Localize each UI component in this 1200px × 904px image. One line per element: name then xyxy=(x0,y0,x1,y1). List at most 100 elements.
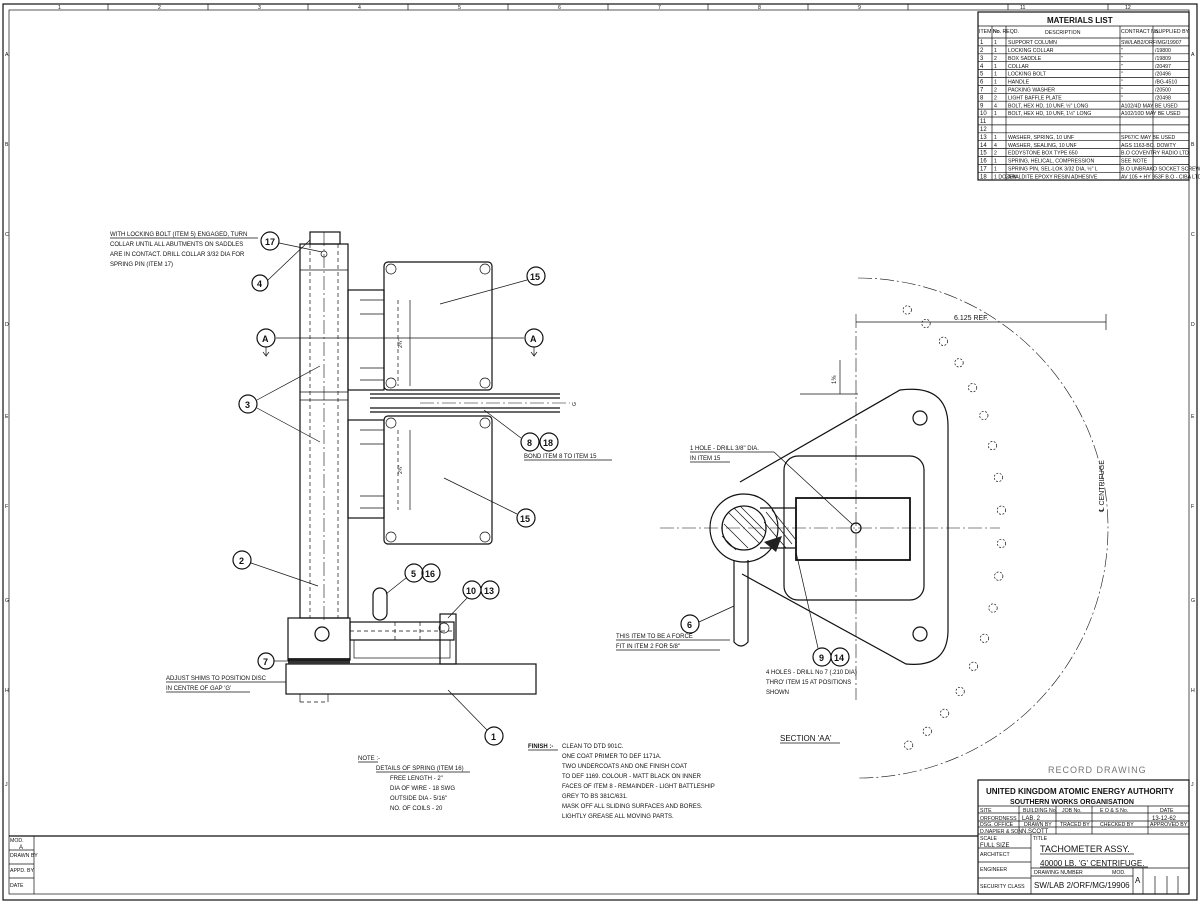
border-col-9: 9 xyxy=(858,5,861,11)
border-row-e-right: E xyxy=(1191,414,1195,420)
svg-text:A: A xyxy=(19,845,23,851)
materials-cell-item: 14 xyxy=(980,143,987,149)
materials-cell-supplied: /20496 xyxy=(1155,72,1171,78)
border-col-7: 7 xyxy=(658,5,661,11)
centrifuge-hole xyxy=(988,603,998,613)
scale-value: FULL SIZE xyxy=(980,843,1009,849)
balloon-13: 13 xyxy=(484,586,494,596)
border-row-a: A xyxy=(5,52,9,58)
border-row-h: H xyxy=(5,688,9,694)
centrifuge-hole xyxy=(922,726,932,736)
materials-cell-contract: SEE NOTE xyxy=(1121,159,1148,165)
materials-cell-desc: WASHER, SEALING, 10 UNF xyxy=(1008,143,1077,149)
materials-cell-supplied: /20497 xyxy=(1155,64,1171,70)
border-col-2: 2 xyxy=(158,5,161,11)
svg-text:MOD.: MOD. xyxy=(1112,870,1126,876)
label-centrifuge-centreline: ℄ CENTRIFUGE xyxy=(1098,460,1106,512)
box-saddle-upper xyxy=(347,289,385,391)
materials-header-contract: CONTRACT No. xyxy=(1121,29,1159,35)
svg-text:DATE: DATE xyxy=(10,883,24,889)
materials-cell-qty: 1 xyxy=(994,111,997,117)
svg-text:DRAWING NUMBER: DRAWING NUMBER xyxy=(1034,870,1083,876)
eddystone-box-lower xyxy=(383,415,493,545)
materials-cell-supplied: /19800 xyxy=(1155,48,1171,54)
materials-cell-qty: 4 xyxy=(994,143,997,149)
balloon-7: 7 xyxy=(263,657,268,667)
elevation-view: 2¾" 2¾" G xyxy=(276,231,578,703)
border-row-h-right: H xyxy=(1191,688,1195,694)
centrifuge-hole xyxy=(993,472,1003,482)
handle-knob xyxy=(372,587,388,621)
svg-text:APPROVED BY: APPROVED BY xyxy=(1150,822,1188,828)
materials-cell-contract: " xyxy=(1121,48,1123,54)
svg-text:OUTSIDE DIA - 5/16": OUTSIDE DIA - 5/16" xyxy=(390,796,447,802)
svg-text:TO DEF 1169. COLOUR - MATT BLA: TO DEF 1169. COLOUR - MATT BLACK ON INNE… xyxy=(562,774,702,780)
materials-cell-contract: AGS 1163-BO. DOWTY xyxy=(1121,143,1177,149)
materials-cell-qty: 1 xyxy=(994,64,997,70)
materials-cell-item: 16 xyxy=(980,159,987,165)
section-aa-label: SECTION 'AA' xyxy=(780,734,832,743)
centrifuge-hole xyxy=(987,441,998,451)
org-name: UNITED KINGDOM ATOMIC ENERGY AUTHORITY xyxy=(986,787,1175,796)
svg-text:E O & S No.: E O & S No. xyxy=(1100,808,1128,814)
svg-text:GREY TO BS 381C/631.: GREY TO BS 381C/631. xyxy=(562,794,628,800)
section-aa-view: 6.125 REF. 1⅜ ℄ CENTRIFUGE xyxy=(660,277,1109,779)
materials-cell-desc: BOLT, HEX HD, 10 UNF, ½" LONG xyxy=(1008,102,1088,109)
svg-text:DRAWN BY: DRAWN BY xyxy=(1024,822,1052,828)
svg-text:4 HOLES - DRILL No 7 (.210 DIA: 4 HOLES - DRILL No 7 (.210 DIA) xyxy=(766,670,857,676)
border-column-labels: 1 2 3 4 5 6 7 8 9 11 12 xyxy=(58,4,1131,11)
centrifuge-hole xyxy=(979,410,989,421)
materials-cell-desc: SPRING PIN, SEL-LOK 3/32 DIA, ½" L xyxy=(1008,166,1098,173)
svg-text:SPRING PIN (ITEM 17): SPRING PIN (ITEM 17) xyxy=(110,262,173,268)
box-saddle-section xyxy=(795,497,911,561)
note-locking-bolt: WITH LOCKING BOLT (ITEM 5) ENGAGED, TURN… xyxy=(110,232,258,268)
materials-cell-qty: 1 xyxy=(994,167,997,173)
border-row-g: G xyxy=(5,598,9,604)
record-drawing-stamp: RECORD DRAWING xyxy=(1048,765,1147,775)
svg-text:DRAWN BY: DRAWN BY xyxy=(10,853,38,859)
centrifuge-hole xyxy=(979,633,990,643)
balloon-17: 17 xyxy=(265,237,275,247)
materials-cell-contract: " xyxy=(1121,80,1123,86)
note-bond: BOND ITEM 8 TO ITEM 15 xyxy=(524,454,597,460)
dimension-1-3-8: 1⅜ xyxy=(832,375,838,384)
border-row-c: C xyxy=(5,232,9,238)
balloon-1: 1 xyxy=(491,732,496,742)
svg-text:WITH LOCKING BOLT (ITEM 5) ENG: WITH LOCKING BOLT (ITEM 5) ENGAGED, TURN xyxy=(110,232,247,238)
materials-cell-qty: 1 xyxy=(994,48,997,54)
materials-cell-item: 2 xyxy=(980,48,984,54)
materials-cell-desc: HANDLE xyxy=(1008,80,1030,86)
column-section xyxy=(709,493,779,563)
materials-cell-desc: ARALDITE EPOXY RESIN ADHESIVE xyxy=(1008,174,1098,180)
svg-text:TITLE: TITLE xyxy=(1033,836,1048,842)
balloon-6: 6 xyxy=(687,620,692,630)
materials-cell-contract: SW/LAB2/ORF/MG/19907 xyxy=(1121,40,1182,46)
centrifuge-hole xyxy=(968,383,978,393)
materials-cell-contract: A102/10D MAY BE USED xyxy=(1121,111,1181,117)
svg-text:IN CENTRE OF GAP 'G': IN CENTRE OF GAP 'G' xyxy=(166,686,231,692)
note-shims: ADJUST SHIMS TO POSITION DISC IN CENTRE … xyxy=(166,676,286,693)
svg-text:1 HOLE - DRILL 3/8" DIA.: 1 HOLE - DRILL 3/8" DIA. xyxy=(690,446,759,452)
site-value: ORFORDNESS xyxy=(980,816,1017,822)
section-marker-a-left: A xyxy=(262,334,269,344)
note-force-fit-1: THIS ITEM TO BE A FORCE xyxy=(616,634,693,640)
materials-cell-supplied: /19809 xyxy=(1155,56,1171,62)
drawn-by-value: N.SCOTT xyxy=(1022,829,1049,835)
svg-text:SHOWN: SHOWN xyxy=(766,690,789,696)
svg-text:BUILDING No.: BUILDING No. xyxy=(1023,808,1057,814)
svg-text:CLEAN TO DTD 901C.: CLEAN TO DTD 901C. xyxy=(562,744,624,750)
materials-cell-item: 15 xyxy=(980,151,987,157)
materials-cell-contract: " xyxy=(1121,88,1123,94)
materials-cell-item: 5 xyxy=(980,72,984,78)
centrifuge-hole xyxy=(921,318,931,329)
materials-list: MATERIALS LIST ITEM No. No. REQD. DESCRI… xyxy=(977,11,1200,181)
materials-cell-item: 1 xyxy=(980,40,984,46)
materials-cell-supplied: /20500 xyxy=(1155,88,1171,94)
materials-cell-contract: B.O UNBRAKO SOCKET SCREW Co LTD xyxy=(1121,167,1200,173)
org-sub: SOUTHERN WORKS ORGANISATION xyxy=(1010,799,1134,806)
centrifuge-hole xyxy=(968,661,979,671)
materials-cell-item: 8 xyxy=(980,95,984,101)
box-saddle-lower xyxy=(347,419,385,519)
centrifuge-hole xyxy=(996,538,1007,548)
